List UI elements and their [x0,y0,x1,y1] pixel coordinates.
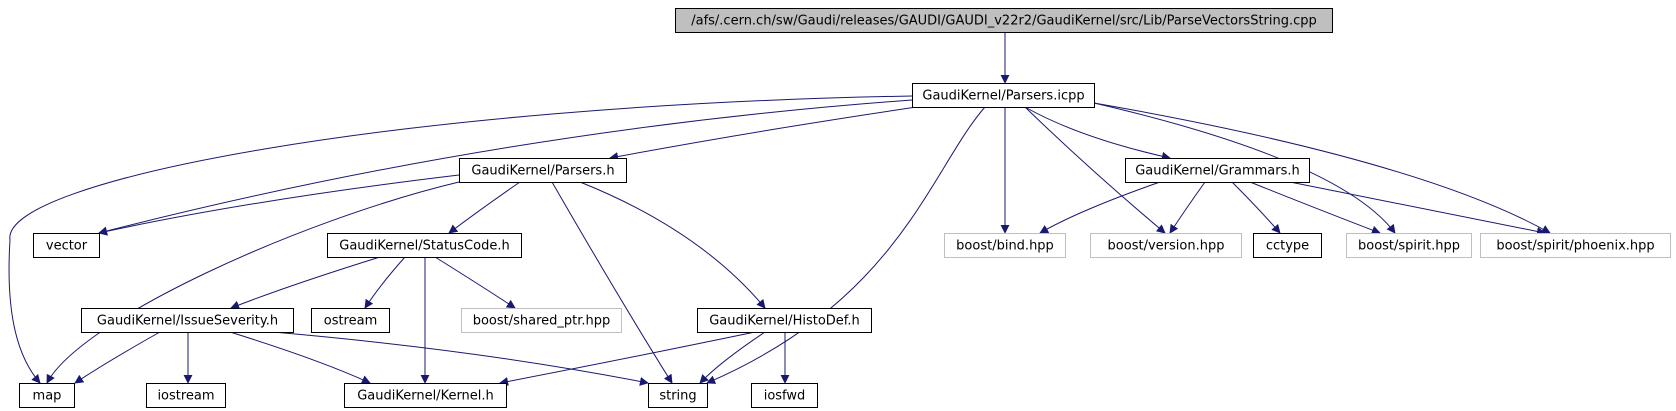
node-label: GaudiKernel/IssueSeverity.h [97,314,278,329]
node-label: boost/spirit.hpp [1358,239,1460,254]
edge-parsers_h-to-map [46,181,460,384]
node-label: cctype [1266,239,1309,254]
node-box [1253,233,1322,258]
node-box [33,233,100,258]
node-label: GaudiKernel/Kernel.h [357,389,494,404]
node-box [944,233,1066,258]
edge-parsers_icpp-to-map [8,95,913,384]
node-boost-shared-ptr: boost/shared_ptr.hpp [461,308,622,333]
node-boost-version: boost/version.hpp [1090,233,1242,258]
node-boost-phoenix: boost/spirit/phoenix.hpp [1480,233,1671,258]
edge-grammars_h-to-boost_phoenix [1289,181,1546,236]
node-label: boost/spirit/phoenix.hpp [1496,239,1654,254]
edge-issueseverity_h-to-kernel_h [229,331,371,384]
node-box [1125,158,1310,183]
node-label: GaudiKernel/Grammars.h [1135,164,1300,179]
node-label: GaudiKernel/Parsers.h [471,164,614,179]
node-cctype[interactable]: cctype [1253,233,1322,258]
node-statuscode-h[interactable]: GaudiKernel/StatusCode.h [327,233,522,258]
nodes: /afs/.cern.ch/sw/Gaudi/releases/GAUDI/GA… [19,8,1671,408]
node-iosfwd[interactable]: iosfwd [751,383,818,408]
node-label: GaudiKernel/Parsers.icpp [922,89,1084,104]
edge-statuscode_h-to-issueseverity_h [230,256,381,310]
node-box [81,308,294,333]
edge-issueseverity_h-to-string [272,331,649,386]
edge-grammars_h-to-cctype [1231,181,1281,234]
node-parsers-icpp[interactable]: GaudiKernel/Parsers.icpp [912,83,1095,108]
edge-parsers_h-to-vector [98,174,460,236]
node-ostream[interactable]: ostream [311,308,390,333]
node-label: boost/shared_ptr.hpp [473,314,611,329]
edge-statuscode_h-to-ostream [364,256,406,309]
node-label: iostream [157,389,214,404]
edge-parsers_icpp-to-string [706,106,986,384]
node-string[interactable]: string [648,383,708,408]
edge-parsers_icpp-to-boost_version [1024,106,1166,234]
edge-parsers_h-to-statuscode_h [448,181,521,234]
edge-issueseverity_h-to-map [74,331,161,384]
node-histodef-h[interactable]: GaudiKernel/HistoDef.h [697,308,872,333]
node-vector[interactable]: vector [33,233,100,258]
node-root[interactable]: /afs/.cern.ch/sw/Gaudi/releases/GAUDI/GA… [675,8,1333,33]
node-box [697,308,872,333]
node-box [459,158,627,183]
node-box [461,308,622,333]
edge-grammars_h-to-boost_version [1169,181,1206,234]
node-label: boost/bind.hpp [956,239,1054,254]
node-label: GaudiKernel/HistoDef.h [709,314,860,329]
node-box [146,383,226,408]
node-label: vector [46,239,88,254]
node-box [912,83,1095,108]
node-label: string [659,389,696,404]
node-label: boost/version.hpp [1108,239,1225,254]
node-label: GaudiKernel/StatusCode.h [339,239,509,254]
node-label: iosfwd [764,389,806,404]
edge-statuscode_h-to-boost_shared_ptr [434,256,516,309]
node-iostream[interactable]: iostream [146,383,226,408]
edge-parsers_icpp-to-vector [98,99,913,236]
node-box [344,383,507,408]
edge-parsers_icpp-to-grammars_h [1024,106,1171,161]
node-box [19,383,75,408]
node-box [648,383,708,408]
node-box [1346,233,1472,258]
node-label: ostream [324,314,378,329]
edge-grammars_h-to-boost_bind [1039,181,1161,234]
node-parsers-h[interactable]: GaudiKernel/Parsers.h [459,158,627,183]
node-grammars-h[interactable]: GaudiKernel/Grammars.h [1125,158,1310,183]
node-box [327,233,522,258]
edge-parsers_h-to-string [551,181,673,384]
node-box [675,8,1333,33]
node-box [1090,233,1242,258]
node-issueseverity-h[interactable]: GaudiKernel/IssueSeverity.h [81,308,294,333]
edge-histodef_h-to-string [699,331,766,384]
node-label: /afs/.cern.ch/sw/Gaudi/releases/GAUDI/GA… [691,14,1317,29]
node-label: map [33,389,62,404]
node-boost-spirit: boost/spirit.hpp [1346,233,1472,258]
edge-parsers_icpp-to-boost_phoenix [1093,102,1551,234]
edge-parsers_h-to-histodef_h [579,181,766,309]
node-box [1480,233,1671,258]
edges [8,32,1551,386]
node-map[interactable]: map [19,383,75,408]
node-box [311,308,390,333]
edge-histodef_h-to-kernel_h [499,331,756,386]
node-boost-bind: boost/bind.hpp [944,233,1066,258]
edge-grammars_h-to-boost_spirit [1249,181,1381,235]
node-kernel-h[interactable]: GaudiKernel/Kernel.h [344,383,507,408]
node-box [751,383,818,408]
edge-parsers_icpp-to-parsers_h [609,104,931,161]
